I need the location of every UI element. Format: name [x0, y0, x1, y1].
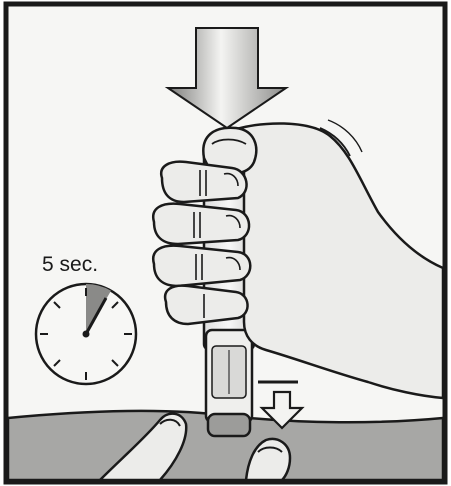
timer-label: 5 sec.: [42, 253, 98, 276]
